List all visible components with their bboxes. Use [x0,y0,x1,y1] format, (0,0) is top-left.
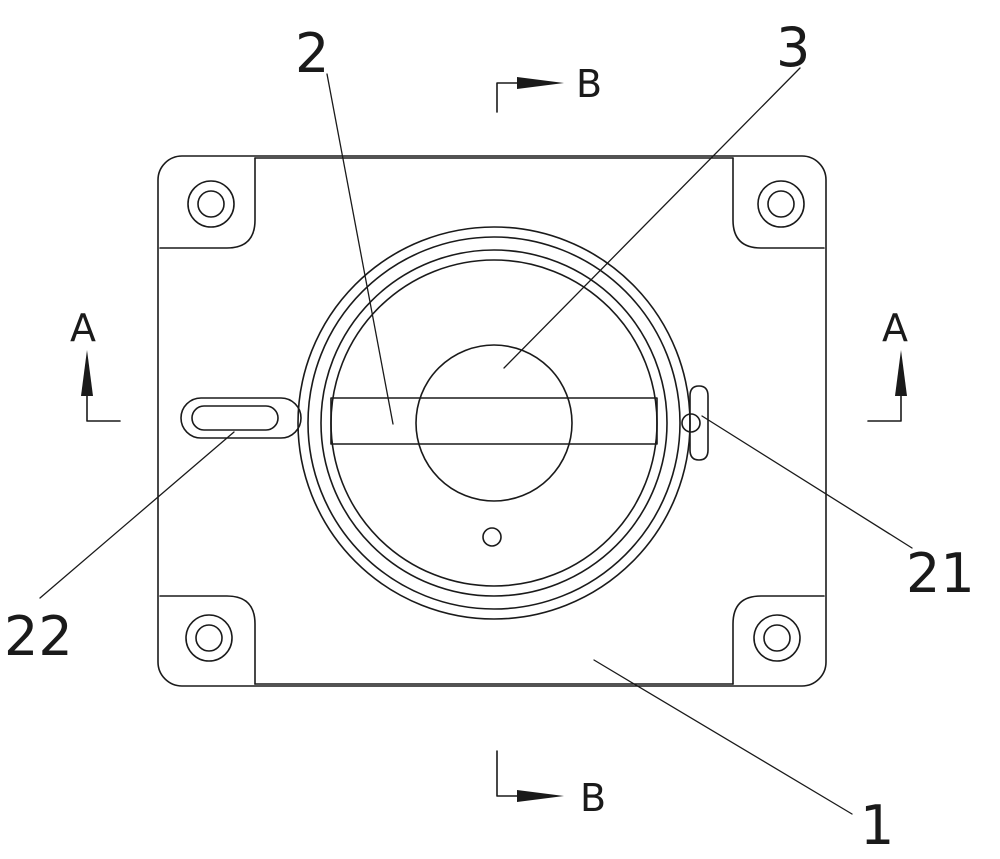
mounting-hole-outer [753,614,801,662]
corner-pad-bottom-right [732,595,825,685]
mounting-hole-inner [197,190,225,218]
section-arrow-icon [517,790,564,802]
leader-knob [503,67,801,369]
leader-slider [326,73,394,425]
pin [681,385,709,461]
pin-head [681,413,701,433]
housing-outline [157,155,827,687]
mounting-hole-inner [767,190,795,218]
indicator-hole [482,527,502,547]
housing [157,155,827,687]
corner-pad-top-left [159,157,256,249]
section-arrow-icon [895,350,907,396]
ring-inner [320,249,668,597]
label-knob: 3 [776,16,810,79]
label-pin: 21 [906,542,975,605]
section-label-a-right: A [882,306,908,350]
ring-core [330,259,658,587]
mounting-hole-outer [187,180,235,228]
leader-lines [39,67,913,815]
mounting-hole-inner [195,624,223,652]
corner-pad-top-right [732,157,825,249]
corner-pad-bottom-left [159,595,256,685]
mounting-hole-outer [185,614,233,662]
ring-outer [297,226,691,620]
slot-inner [191,405,279,431]
section-arrow-icon [517,77,564,89]
slot-outer [180,397,302,439]
ring-middle [307,236,681,610]
mounting-hole-inner [763,624,791,652]
knob [415,344,573,502]
leader-slot [39,431,235,599]
slot [180,397,302,439]
leader-pin [701,415,913,549]
label-slot: 22 [4,605,73,668]
pin-housing [689,385,709,461]
knob-disc [415,344,573,502]
section-mark-a-left: A [70,306,121,422]
leader-housing [593,659,853,815]
mounting-hole-outer [757,180,805,228]
label-slider: 2 [295,22,329,85]
ring [297,226,691,620]
section-mark-b-bottom: B [496,750,606,820]
section-label-b-top: B [576,62,602,106]
slider-bar [330,397,658,445]
section-label-a-left: A [70,306,96,350]
section-arrow-icon [81,350,93,396]
slider [330,397,658,445]
section-mark-b-top: B [496,62,602,113]
section-mark-a-right: A [867,306,908,422]
label-housing: 1 [860,794,894,857]
section-label-b-bottom: B [580,776,606,820]
